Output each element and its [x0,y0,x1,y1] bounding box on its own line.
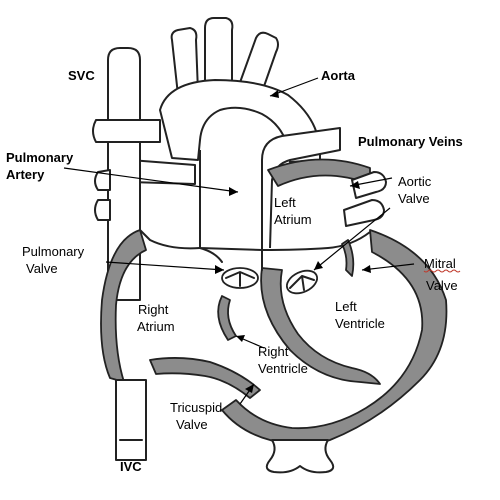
label-mitral-valve-line2: Valve [426,278,458,293]
descending-aorta [265,439,335,474]
label-mitral-valve-line1: Mitral [424,256,456,271]
label-tricuspid-valve-line2: Valve [176,417,208,432]
pulmonary-artery [199,127,341,251]
ivc [115,379,147,461]
label-right-ventricle-line1: Right [258,344,289,359]
mitral-valve [341,239,355,277]
label-left-atrium-line1: Left [274,195,296,210]
pulmonary-veins [351,171,387,199]
label-svc: SVC [68,68,95,83]
heart-wall-outer [221,229,448,446]
label-left-ventricle-line1: Left [335,299,357,314]
label-pulmonary-artery-line1: Pulmonary [6,150,74,165]
label-aorta: Aorta [321,68,356,83]
label-tricuspid-valve-line1: Tricuspid [170,400,222,415]
label-pulmonary-valve-line1: Pulmonary [22,244,85,259]
label-pulmonary-veins: Pulmonary Veins [358,134,463,149]
septum [260,267,381,385]
pulmonary-valve [221,267,259,289]
label-right-ventricle-line2: Ventricle [258,361,308,376]
label-right-atrium-line1: Right [138,302,169,317]
aortic-valve [285,269,319,295]
diagram-labels: SVC Aorta Pulmonary Artery Pulmonary Vei… [6,68,463,474]
label-left-atrium-line2: Atrium [274,212,312,227]
label-right-atrium-line2: Atrium [137,319,175,334]
aortic-branches [170,17,279,96]
label-pulmonary-valve-line2: Valve [26,261,58,276]
label-aortic-valve-line1: Aortic [398,174,432,189]
label-ivc: IVC [120,459,142,474]
tricuspid-valve [217,295,237,341]
label-aortic-valve-line2: Valve [398,191,430,206]
label-pulmonary-artery-line2: Artery [6,167,45,182]
right-ventricle-floor [149,357,261,399]
label-left-ventricle-line2: Ventricle [335,316,385,331]
label-arrows [63,77,415,405]
